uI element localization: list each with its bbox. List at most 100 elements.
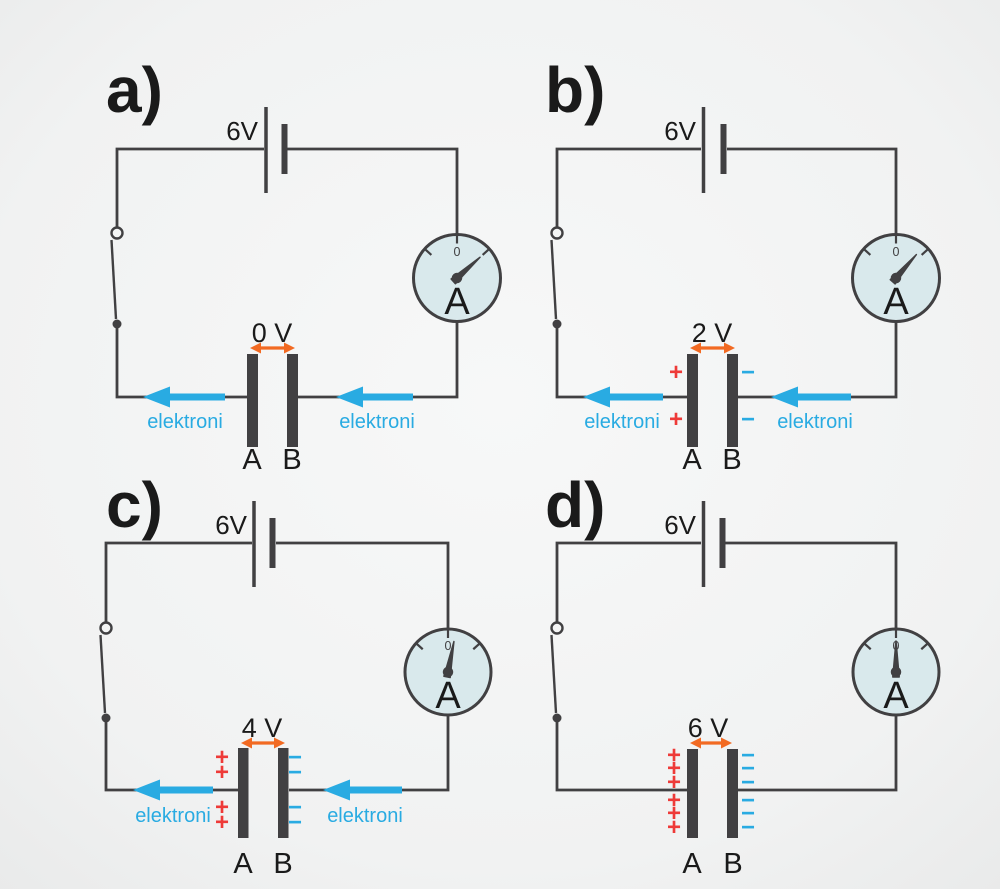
capacitor-voltage-label: 2 V [692, 318, 733, 348]
plus-charge: + [215, 744, 229, 771]
electron-label-right: elektroni [339, 411, 415, 433]
ammeter-tick-right [472, 642, 481, 651]
plus-charge: + [669, 406, 683, 433]
switch-open-contact [550, 621, 564, 635]
electron-label-right: elektroni [327, 805, 403, 827]
ammeter-unit-label: A [883, 675, 909, 717]
plate-b-label: B [723, 848, 742, 880]
switch-fixed-contact [552, 713, 562, 723]
minus-charge: − [741, 787, 755, 814]
minus-charge: − [741, 406, 755, 433]
panel-label-a: a) [106, 54, 163, 126]
plus-charge: + [215, 759, 229, 786]
capacitor-voltage-label: 0 V [252, 318, 293, 348]
wire-bottom-left [555, 718, 687, 792]
wire-top-right [727, 147, 898, 235]
capacitor-plate-a [687, 749, 698, 838]
ammeter-tick-left [863, 642, 872, 651]
ammeter-needle [889, 253, 918, 285]
plate-b-label: B [722, 444, 741, 476]
panel-label-c: c) [106, 469, 163, 541]
capacitor-plate-a [238, 748, 249, 838]
ammeter: 0 A [851, 233, 941, 323]
plate-b-label: B [273, 848, 292, 880]
battery-voltage-label: 6V [226, 116, 258, 146]
electron-label-right: elektroni [777, 411, 853, 433]
ammeter-needle [450, 256, 481, 285]
minus-charge: − [288, 794, 302, 821]
switch-blade [99, 634, 107, 714]
minus-charge: − [288, 809, 302, 836]
plus-charge: + [215, 809, 229, 836]
electron-label-left: elektroni [584, 411, 660, 433]
switch-fixed-contact [101, 713, 111, 723]
plate-a-label: A [233, 848, 253, 880]
capacitor-plate-b [278, 748, 289, 838]
ammeter-tick-left [424, 248, 433, 256]
capacitor-plate-a [247, 354, 258, 447]
minus-charge: − [741, 800, 755, 827]
ammeter-zero-label: 0 [445, 639, 452, 653]
negative-charges: − − − − − − [741, 742, 755, 841]
electron-label-left: elektroni [135, 805, 211, 827]
wire-top-right [276, 541, 450, 629]
ammeter-needle [890, 640, 902, 678]
switch-open-contact [110, 226, 124, 240]
minus-charge: − [741, 755, 755, 782]
wire-bottom-right [738, 715, 898, 792]
panel-label-d: d) [545, 469, 605, 541]
ammeter-needle [442, 640, 455, 679]
capacitor-plate-b [287, 354, 298, 447]
minus-charge: − [288, 744, 302, 771]
minus-charge: − [741, 359, 755, 386]
switch-open-contact [99, 621, 113, 635]
electron-flow-arrow-right [323, 779, 402, 801]
positive-charges: + + + + + + [667, 742, 681, 841]
ammeter: 0 A [851, 627, 941, 717]
ammeter: 0 A [412, 233, 502, 323]
plate-a-label: A [682, 848, 702, 880]
ammeter: 0 A [403, 627, 493, 717]
circuit-panel-b: b) 6V 0 A 2 V A B elektroni [545, 54, 941, 476]
circuit-panel-d: d) 6V 0 A 6 V A B + + [545, 469, 941, 880]
ammeter-tick-right [481, 248, 490, 256]
switch-fixed-contact [552, 319, 562, 329]
voltage-double-arrow [241, 737, 285, 749]
switch-open-contact [550, 226, 564, 240]
voltage-double-arrow [690, 737, 732, 749]
battery-voltage-label: 6V [664, 510, 696, 540]
capacitor-voltage-label: 4 V [242, 713, 283, 743]
battery-voltage-label: 6V [664, 116, 696, 146]
circuit-panel-a: a) 6V 0 A 0 V A B elektroni [106, 54, 502, 476]
plate-b-label: B [282, 444, 301, 476]
plus-charge: + [667, 814, 681, 841]
wire-top-left [555, 541, 701, 623]
capacitor-plate-b [727, 354, 738, 447]
wire-top-left [555, 147, 701, 228]
minus-charge: − [288, 759, 302, 786]
circuit-panel-c: c) 6V 0 A 4 V A B elektroni [99, 469, 493, 880]
plus-charge: + [667, 787, 681, 814]
plate-a-label: A [682, 444, 702, 476]
switch-blade [110, 239, 118, 320]
electron-label-left: elektroni [147, 411, 223, 433]
plus-charge: + [667, 769, 681, 796]
plus-charge: + [669, 359, 683, 386]
ammeter-unit-label: A [435, 675, 461, 717]
plus-charge: + [667, 800, 681, 827]
minus-charge: − [741, 742, 755, 769]
ammeter-zero-label: 0 [454, 245, 461, 259]
plus-charge: + [667, 755, 681, 782]
positive-charges: + + + + [215, 744, 229, 836]
negative-charges: − − [741, 359, 755, 433]
electron-flow-arrow-left [133, 779, 213, 801]
panel-label-b: b) [545, 54, 605, 126]
wire-top-left [104, 541, 252, 623]
ammeter-tick-right [920, 642, 929, 651]
wire-top-left [115, 147, 264, 228]
plate-a-label: A [242, 444, 262, 476]
battery-voltage-label: 6V [215, 510, 247, 540]
